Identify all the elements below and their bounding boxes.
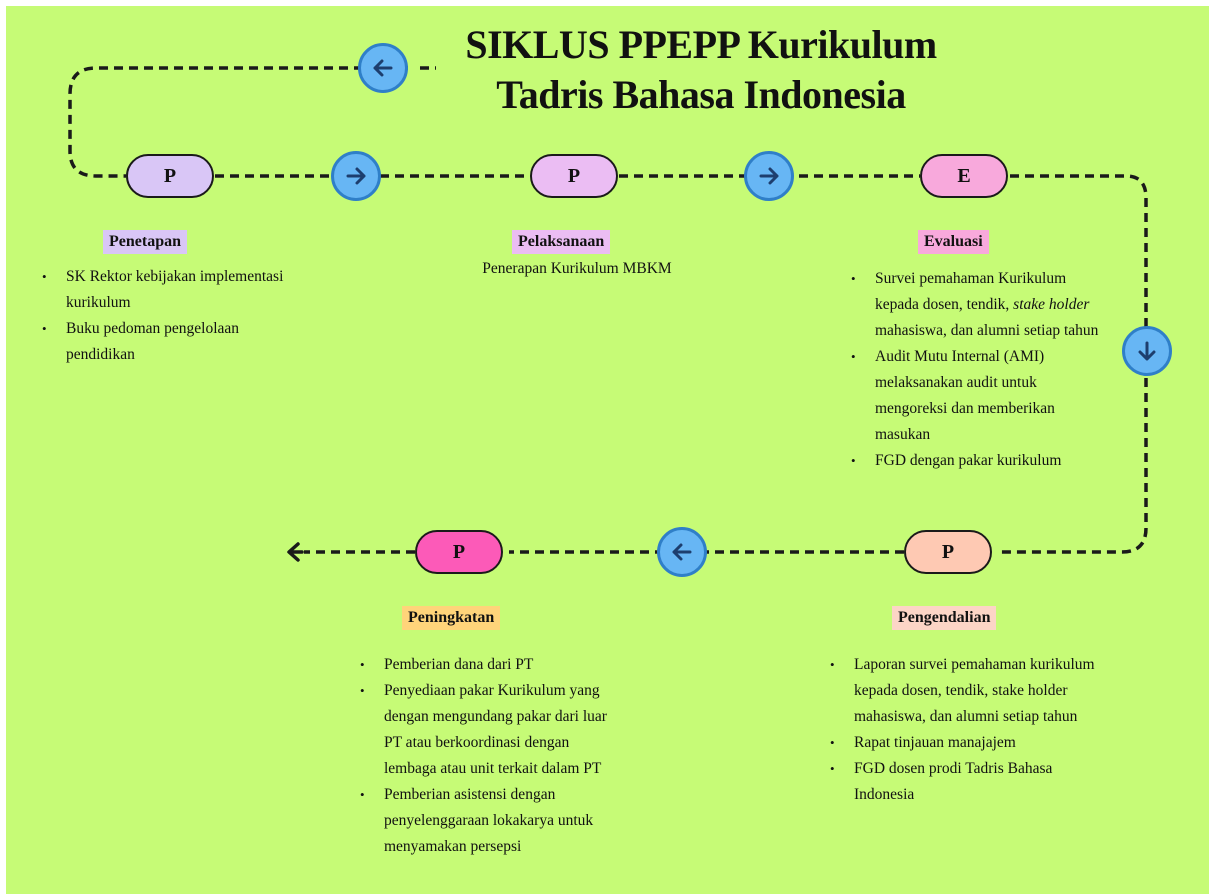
diagram-title: SIKLUS PPEPP Kurikulum Tadris Bahasa Ind… bbox=[406, 20, 996, 120]
list-item: Pemberian asistensi dengan penyelenggara… bbox=[360, 782, 624, 860]
arrow-right-icon bbox=[331, 151, 381, 201]
arrow-left-icon bbox=[657, 527, 707, 577]
list-item: Pemberian dana dari PT bbox=[360, 652, 624, 678]
list-item: Penyediaan pakar Kurikulum yang dengan m… bbox=[360, 678, 624, 782]
pelaksanaan-text: Penerapan Kurikulum MBKM bbox=[482, 260, 672, 277]
node-pengendalian: P bbox=[904, 530, 992, 574]
evaluasi-details: Survei pemahaman Kurikulum kepada dosen,… bbox=[851, 266, 1113, 474]
arrow-down-icon bbox=[1122, 326, 1172, 376]
label-pelaksanaan: Pelaksanaan bbox=[512, 230, 611, 254]
list-item: Buku pedoman pengelolaan pendidikan bbox=[42, 316, 292, 368]
label-evaluasi: Evaluasi bbox=[918, 230, 989, 254]
pengendalian-details: Laporan survei pemahaman kurikulum kepad… bbox=[830, 652, 1100, 808]
title-line-2: Tadris Bahasa Indonesia bbox=[496, 72, 906, 117]
node-pelaksanaan: P bbox=[530, 154, 618, 198]
label-penetapan: Penetapan bbox=[103, 230, 187, 254]
list-item: FGD dosen prodi Tadris Bahasa Indonesia bbox=[830, 756, 1100, 808]
node-penetapan: P bbox=[126, 154, 214, 198]
list-item: FGD dengan pakar kurikulum bbox=[851, 448, 1113, 474]
list-item: Survei pemahaman Kurikulum kepada dosen,… bbox=[851, 266, 1113, 344]
node-peningkatan: P bbox=[415, 530, 503, 574]
label-peningkatan: Peningkatan bbox=[402, 606, 501, 630]
list-item: SK Rektor kebijakan implementasi kurikul… bbox=[42, 264, 292, 316]
arrow-left-icon bbox=[358, 43, 408, 93]
peningkatan-details: Pemberian dana dari PT Penyediaan pakar … bbox=[360, 652, 624, 860]
diagram-canvas: SIKLUS PPEPP Kurikulum Tadris Bahasa Ind… bbox=[6, 6, 1209, 894]
title-line-1: SIKLUS PPEPP Kurikulum bbox=[465, 22, 937, 67]
node-evaluasi: E bbox=[920, 154, 1008, 198]
list-item: Laporan survei pemahaman kurikulum kepad… bbox=[830, 652, 1100, 730]
penetapan-details: SK Rektor kebijakan implementasi kurikul… bbox=[42, 264, 292, 368]
label-pengendalian: Pengendalian bbox=[892, 606, 997, 630]
list-item: Rapat tinjauan manajajem bbox=[830, 730, 1100, 756]
arrow-right-icon bbox=[744, 151, 794, 201]
list-item: Audit Mutu Internal (AMI) melaksanakan a… bbox=[851, 344, 1113, 448]
